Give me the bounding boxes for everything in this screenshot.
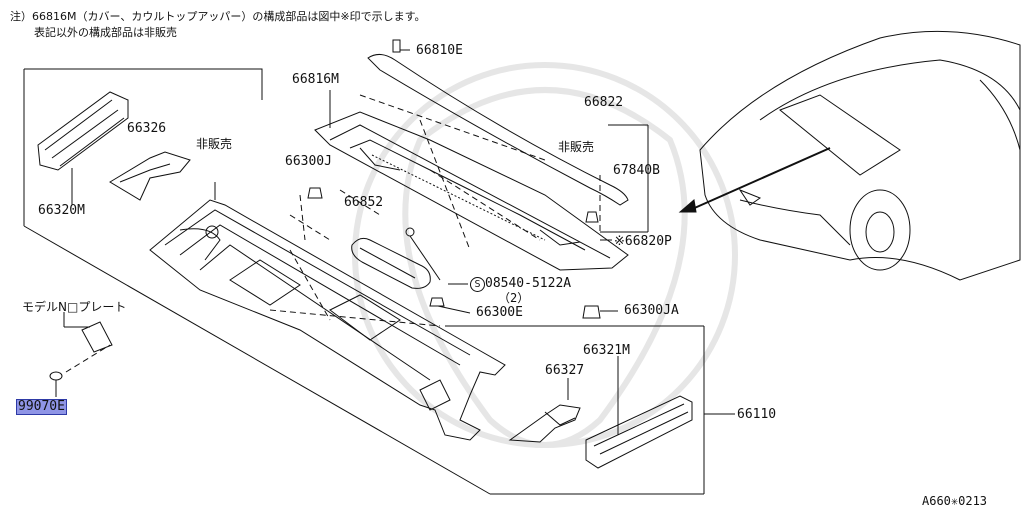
label-hihanbai-left: 非販売 xyxy=(196,137,233,151)
car-reference-drawing xyxy=(678,30,1021,281)
label-66300JA[interactable]: 66300JA xyxy=(624,303,679,318)
label-66300E[interactable]: 66300E xyxy=(476,305,523,320)
label-66822[interactable]: 66822 xyxy=(584,95,624,110)
weatherstrip-66822-drawing xyxy=(367,54,649,233)
label-66110[interactable]: 66110 xyxy=(737,407,777,422)
label-hihanbai-right: 非販売 xyxy=(558,140,595,154)
note-line-1: 注）66816M（カバー、カウルトップアッパー）の構成部品は図中※印で示します。 xyxy=(10,10,426,23)
model-plate-drawing xyxy=(63,312,113,353)
label-08540-qty: （2） xyxy=(498,291,530,305)
cowl-panel-drawing xyxy=(149,182,506,441)
dashed-guide-lines xyxy=(65,94,601,373)
label-66810E[interactable]: 66810E xyxy=(416,43,463,58)
label-66816M[interactable]: 66816M xyxy=(292,72,339,87)
label-66327[interactable]: 66327 xyxy=(545,363,585,378)
part-66327-drawing xyxy=(508,378,581,443)
clip-66810E-drawing xyxy=(392,39,410,53)
label-66852[interactable]: 66852 xyxy=(344,195,384,210)
fasteners-drawing xyxy=(307,187,618,319)
label-67840B[interactable]: 67840B xyxy=(613,163,660,178)
assembly-frame-lines xyxy=(23,68,735,495)
label-66820P[interactable]: ※66820P xyxy=(614,234,672,249)
part-66320M-drawing xyxy=(37,91,129,205)
label-66326[interactable]: 66326 xyxy=(127,121,167,136)
part-66321M-drawing xyxy=(585,356,693,469)
note-line-2: 表記以外の構成部品は非販売 xyxy=(34,26,177,39)
label-model-plate[interactable]: モデルN□プレート xyxy=(22,300,127,314)
part-66326-drawing xyxy=(109,151,191,201)
seal-66852-drawing xyxy=(351,237,431,289)
rivet-99070E-drawing xyxy=(49,371,63,397)
label-66321M[interactable]: 66321M xyxy=(583,343,630,358)
label-66320M[interactable]: 66320M xyxy=(38,203,85,218)
cowl-cover-drawing xyxy=(314,90,629,271)
label-99070E-highlighted[interactable]: 99070E xyxy=(16,399,67,415)
circled-s-icon: S xyxy=(470,277,485,292)
label-66300J[interactable]: 66300J xyxy=(285,154,332,169)
diagram-code: A660✳0213 xyxy=(922,494,988,508)
watermark-emblem xyxy=(352,62,738,448)
label-08540-number: 08540-5122A xyxy=(485,276,572,291)
